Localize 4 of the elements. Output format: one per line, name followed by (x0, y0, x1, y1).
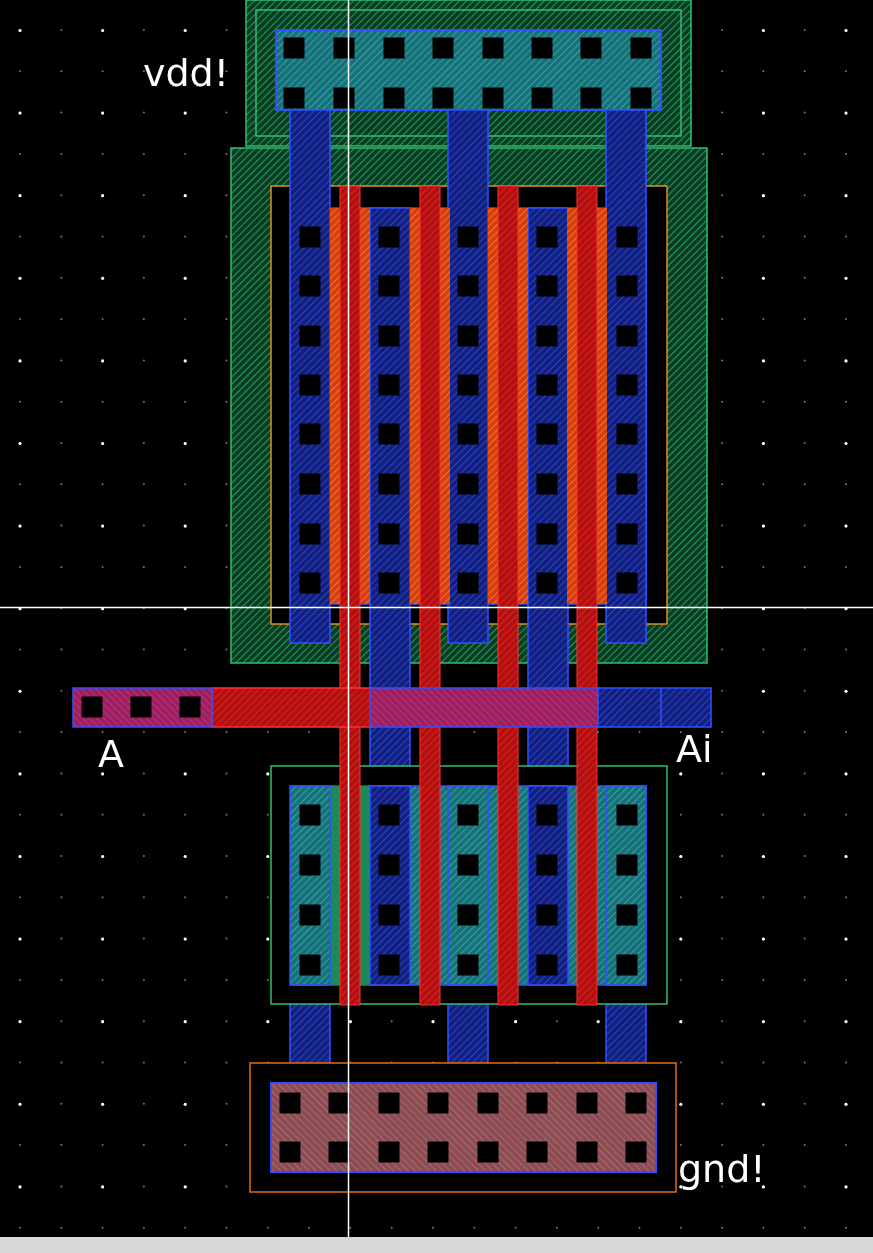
pin-label: A (98, 735, 124, 773)
pin-label: vdd! (143, 54, 229, 92)
pin-label: gnd! (678, 1150, 766, 1188)
pin-label: Ai (676, 730, 713, 768)
